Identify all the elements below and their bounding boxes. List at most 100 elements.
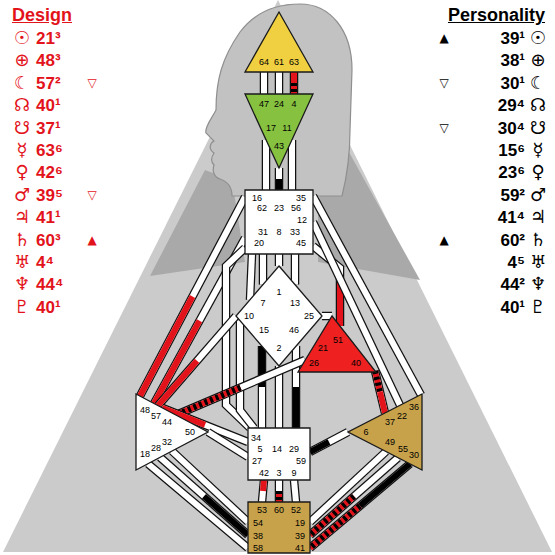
channel-outline — [260, 72, 269, 94]
gate-number: 44 — [162, 418, 172, 427]
planet-symbol: ♇ — [530, 298, 546, 316]
planet-symbol: ☉ — [530, 29, 546, 47]
channel-activation — [291, 83, 297, 94]
channel — [295, 254, 296, 285]
gate-activation: 4⁵ — [508, 254, 525, 271]
channel — [310, 432, 348, 452]
channel-outline — [148, 464, 248, 548]
marker-triangle: ▽ — [87, 77, 96, 89]
gate-number: 11 — [282, 124, 291, 133]
gate-number: 60 — [274, 506, 284, 515]
gate-number: 23 — [274, 204, 284, 213]
gate-number: 38 — [253, 532, 263, 541]
gate-number: 5 — [257, 445, 262, 454]
channel-body — [262, 480, 264, 502]
center-node: 536052541938395841 — [248, 502, 310, 553]
center-outline — [248, 428, 310, 480]
gate-number: 37 — [385, 418, 395, 427]
channel — [310, 458, 398, 535]
center-outline — [245, 94, 313, 168]
channel — [322, 316, 332, 317]
gate-number: 10 — [244, 312, 254, 321]
column-heading: Personality — [448, 6, 545, 24]
channel — [264, 72, 265, 94]
channel-outline — [208, 432, 248, 457]
planet-symbol: ☊ — [14, 96, 30, 114]
gate-number: 42 — [259, 469, 269, 478]
gate-number: 8 — [276, 228, 281, 237]
gate-number: 31 — [258, 228, 268, 237]
gate-number: 20 — [254, 239, 264, 248]
channel-outline — [275, 168, 284, 190]
gate-number: 62 — [257, 204, 267, 213]
gate-activation: 57² — [36, 74, 61, 91]
planet-symbol: ♆ — [14, 275, 30, 293]
gate-number: 47 — [259, 100, 269, 109]
gate-number: 63 — [289, 58, 299, 67]
gate-activation: 40¹ — [500, 298, 525, 315]
gate-number: 18 — [140, 450, 150, 459]
channel-outline — [176, 360, 305, 415]
channel-outline — [375, 371, 385, 413]
gate-activation: 60³ — [36, 231, 61, 248]
gate-number: 33 — [290, 228, 300, 237]
channel — [266, 140, 267, 190]
planet-symbol: ♇ — [14, 298, 30, 316]
gate-activation: 63⁶ — [36, 142, 63, 159]
channel-body — [260, 254, 266, 285]
channel-outline — [275, 72, 284, 94]
gate-activation: 41¹ — [36, 209, 61, 226]
center-outline — [248, 502, 310, 553]
gate-number: 24 — [274, 100, 284, 109]
gate-number: 1 — [276, 288, 281, 297]
center-outline — [236, 266, 322, 366]
marker-triangle: ▽ — [439, 77, 448, 89]
planet-symbol: ♃ — [14, 208, 30, 226]
channel-outline — [313, 222, 400, 405]
center-node: 3622376495530 — [348, 394, 422, 470]
channel — [263, 254, 264, 285]
planet-symbol: ☊ — [530, 96, 546, 114]
gate-number: 28 — [151, 444, 161, 453]
planet-symbol: ♂ — [14, 186, 30, 204]
center-outline — [136, 394, 208, 470]
gate-number: 36 — [409, 403, 419, 412]
gate-activation: 59² — [500, 186, 525, 203]
gate-number: 64 — [259, 58, 269, 67]
planet-symbol: ☉ — [14, 29, 30, 47]
center-node: 345142927594239 — [248, 428, 310, 480]
gate-number: 13 — [290, 299, 300, 308]
gate-number: 2 — [276, 344, 281, 353]
channel — [375, 371, 385, 413]
gate-activation: 41⁴ — [498, 209, 525, 226]
center-outline — [298, 316, 376, 372]
channel — [279, 72, 280, 94]
channel-outline — [262, 480, 264, 502]
channel-activation — [276, 491, 282, 502]
planet-symbol: ♀ — [531, 163, 544, 181]
channel-outline — [310, 458, 398, 535]
channel-activation — [176, 388, 241, 416]
channel-outline — [258, 346, 267, 428]
gate-number: 21 — [318, 344, 328, 353]
gate-number: 14 — [272, 445, 282, 454]
marker-triangle: ▽ — [87, 189, 96, 201]
gate-activation: 15⁶ — [498, 142, 525, 159]
channel — [294, 72, 295, 94]
channel — [148, 464, 248, 548]
channel-activation — [360, 464, 410, 506]
channel-activation — [375, 371, 380, 392]
gate-number: 43 — [274, 142, 284, 151]
gate-number: 45 — [296, 239, 306, 248]
channel-activation — [375, 371, 380, 392]
gate-number: 19 — [295, 519, 305, 528]
channel-outline — [240, 321, 254, 428]
gate-activation: 48³ — [36, 52, 61, 69]
channel — [176, 360, 305, 415]
gate-activation: 29⁴ — [498, 97, 525, 114]
column-heading: Design — [12, 6, 72, 24]
gate-activation: 60² — [500, 231, 525, 248]
channel — [240, 321, 254, 428]
center-outline — [245, 190, 313, 254]
gate-activation: 39⁵ — [36, 186, 63, 203]
